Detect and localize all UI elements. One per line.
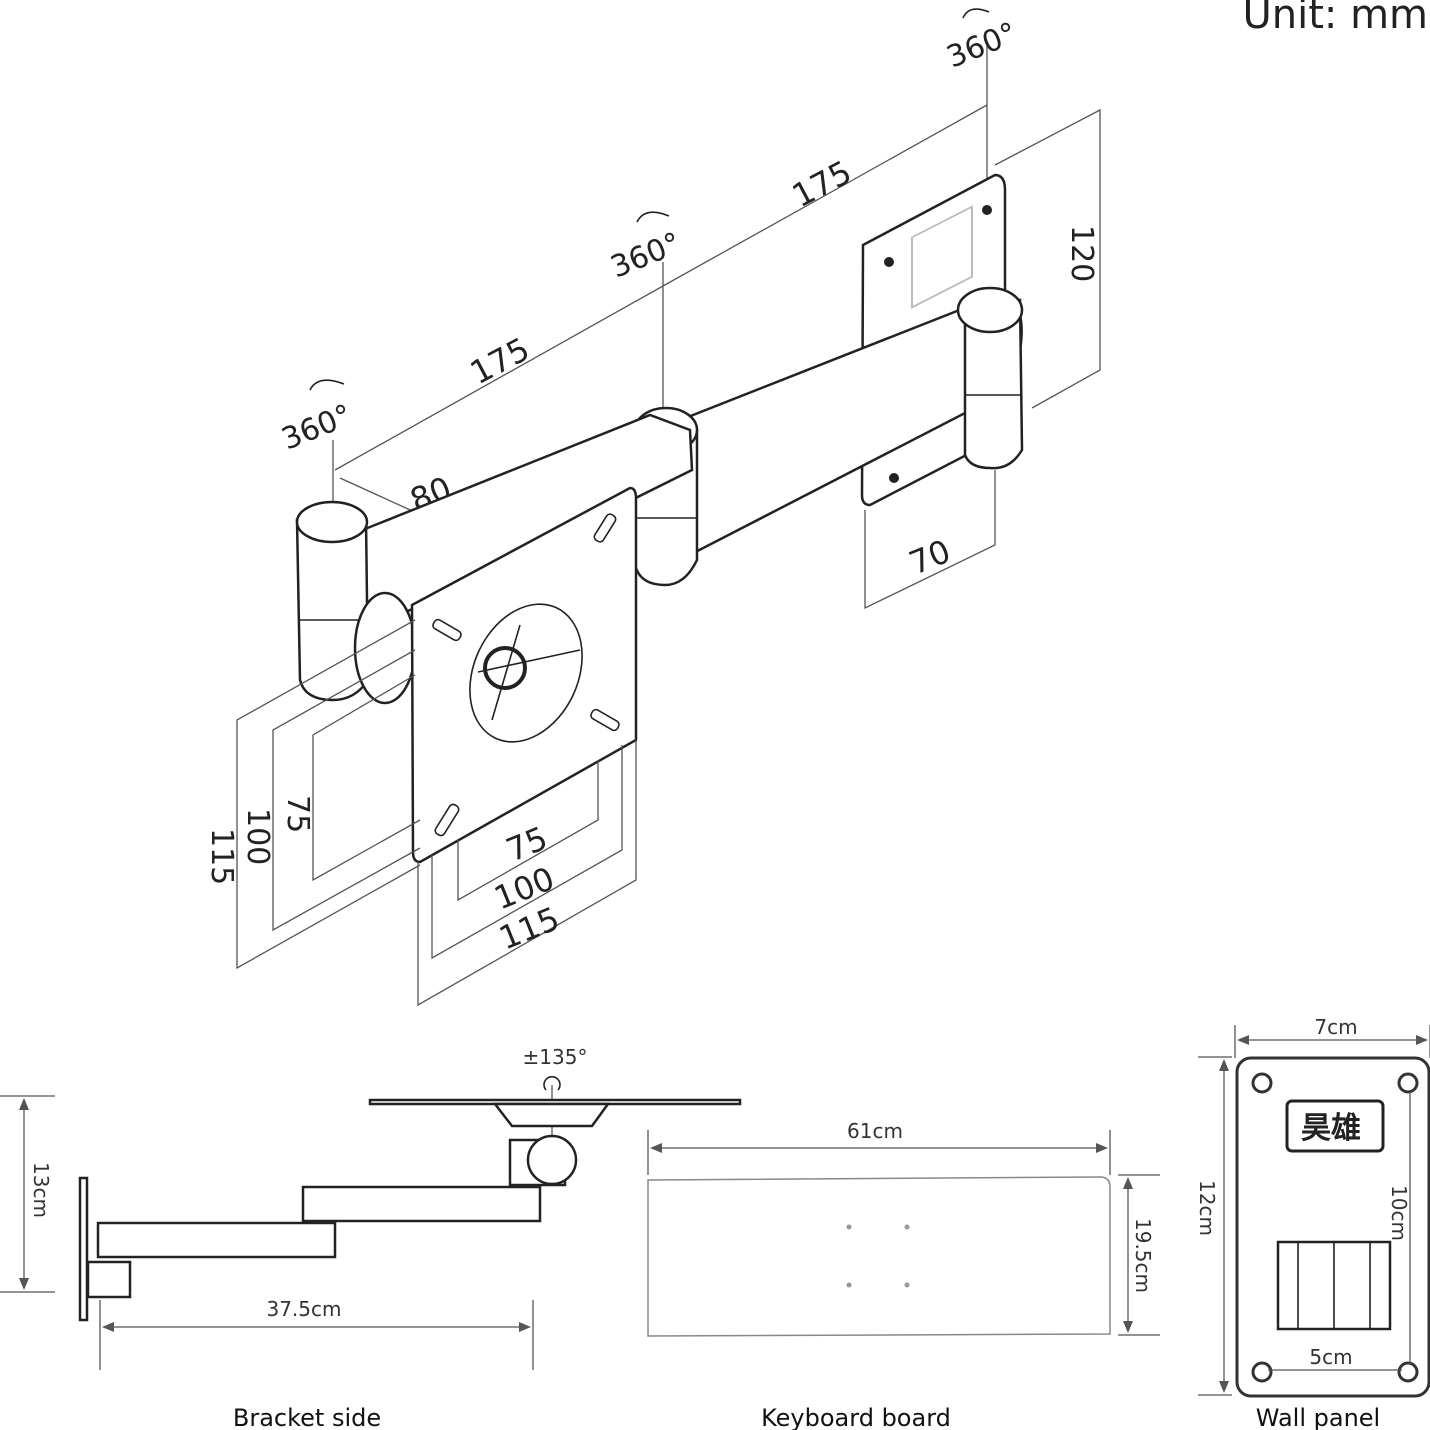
wall-panel-logo-box (1285, 1099, 1385, 1153)
rotate-arrow-mid-icon (636, 211, 670, 223)
vesa-slot (432, 618, 462, 642)
arrow-head-icon (1096, 1143, 1108, 1153)
plate-width-label: 70 (904, 532, 956, 582)
board-hole (904, 1224, 910, 1230)
tilt-arrow-icon (543, 1075, 561, 1091)
side-arm-upper (301, 1185, 542, 1223)
rot-top-label: 360° (942, 16, 1022, 76)
board-hole (846, 1282, 852, 1288)
vesa-v100-label: 100 (240, 808, 275, 865)
wall-panel-hole (1397, 1072, 1419, 1094)
board-hole (846, 1224, 852, 1230)
left-joint-cap (295, 500, 369, 544)
wall-panel-caption: Wall panel (1256, 1404, 1380, 1430)
arrow-head-icon (1219, 1381, 1229, 1393)
side-height-label: 13cm (29, 1162, 53, 1218)
wall-hole-v-label: 10cm (1387, 1185, 1411, 1241)
dim-box-v75 (312, 674, 421, 882)
arrow-head-icon (1123, 1177, 1133, 1189)
rotate-arrow-top-icon (962, 8, 990, 19)
wall-hole-h-label: 5cm (1309, 1345, 1352, 1369)
wall-plate-logo-frame (911, 205, 973, 309)
keyboard-depth-label: 19.5cm (1131, 1218, 1155, 1293)
wall-panel-hole (1251, 1361, 1273, 1383)
arrow-head-icon (1123, 1321, 1133, 1333)
arm-upper-label: 175 (464, 330, 536, 392)
vesa-hub-nut (483, 646, 527, 690)
dim-box-v100 (272, 649, 421, 932)
side-wall-block (86, 1260, 132, 1299)
wall-panel-hole (1251, 1072, 1273, 1094)
wall-width-label: 7cm (1314, 1015, 1357, 1039)
dim-box-v115 (236, 619, 421, 970)
side-tilt-knuckle (526, 1134, 578, 1186)
wall-panel-hole (1397, 1361, 1419, 1383)
keyboard-width-label: 61cm (847, 1119, 903, 1143)
dim-box-h75 (457, 760, 599, 902)
side-reach-label: 37.5cm (266, 1297, 341, 1321)
vesa-v115-label: 115 (204, 828, 239, 885)
arrow-head-icon (519, 1322, 531, 1332)
arrow-head-icon (1237, 1035, 1249, 1045)
vesa-slot (593, 513, 617, 543)
dim-box-h115 (417, 740, 637, 1007)
board-hole (904, 1282, 910, 1288)
dim-line-upper-arm (334, 285, 664, 471)
arrow-head-icon (19, 1278, 29, 1290)
arrow-head-icon (1416, 1035, 1428, 1045)
keyboard-board (647, 1176, 1111, 1337)
wall-panel-logo: 昊雄 (1301, 1111, 1361, 1146)
dim-line-plate-width (864, 470, 996, 610)
dim-line-lower-arm (662, 104, 988, 287)
vesa-hub-ring (469, 603, 583, 743)
arrow-head-icon (650, 1143, 662, 1153)
top-joint-body (963, 298, 1024, 470)
side-hub (492, 1102, 611, 1128)
side-wall-plate (78, 1176, 89, 1322)
tilt-label: ±135° (523, 1045, 588, 1069)
top-joint-cap (956, 286, 1024, 334)
bracket-side-caption: Bracket side (233, 1404, 381, 1430)
plate-height-label: 120 (1064, 225, 1099, 282)
rot-mid-label: 360° (606, 226, 686, 286)
dim-line-plate-height (994, 108, 1101, 409)
rotate-arrow-left-icon (309, 379, 345, 391)
plate-hole (982, 205, 992, 215)
plate-hole (889, 473, 899, 483)
keyboard-board-caption: Keyboard board (761, 1404, 951, 1430)
rot-left-label: 360° (277, 398, 357, 458)
arrow-head-icon (102, 1322, 114, 1332)
unit-label: Unit: mm (1242, 0, 1428, 38)
plate-hole (884, 257, 894, 267)
side-arm-lower (96, 1221, 337, 1259)
vesa-slot (590, 708, 620, 732)
vesa-slot (434, 803, 460, 837)
dim-box-h100 (431, 745, 623, 960)
vesa-v75-label: 75 (280, 795, 315, 833)
arm-lower-label: 175 (786, 153, 858, 215)
arrow-head-icon (1219, 1059, 1229, 1071)
arrow-head-icon (19, 1098, 29, 1110)
wall-height-label: 12cm (1195, 1180, 1219, 1236)
